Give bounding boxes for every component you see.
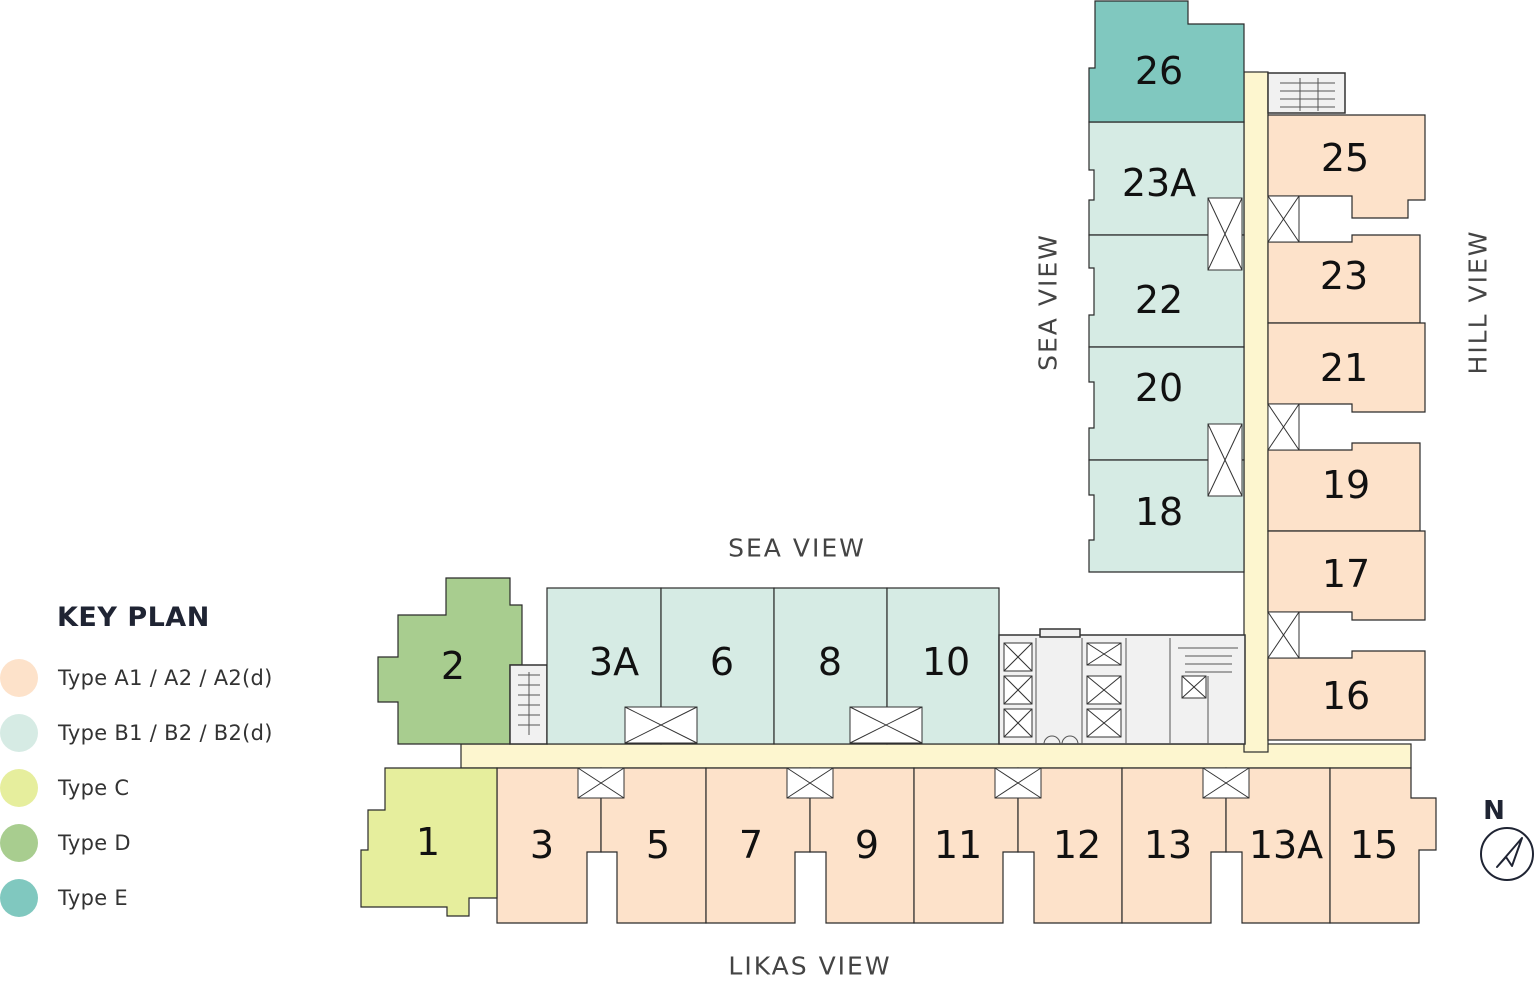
unit-label-20: 20 (1135, 366, 1183, 410)
legend-swatch-type-b (0, 714, 38, 752)
unit-26[interactable] (1088, 0, 1245, 123)
legend-swatch-type-a (0, 659, 38, 697)
unit-label-15: 15 (1350, 823, 1398, 867)
unit-label-23: 23 (1320, 254, 1368, 298)
legend-item-type-e: Type E (0, 878, 128, 918)
legend-label-type-e: Type E (58, 886, 128, 910)
compass-circle (1480, 827, 1534, 881)
unit-label-22: 22 (1135, 278, 1183, 322)
likas-view-label: LIKAS VIEW (728, 952, 891, 981)
north-compass: N (1480, 796, 1534, 881)
legend-label-type-d: Type D (58, 831, 131, 855)
legend-item-type-c: Type C (0, 768, 129, 808)
unit-label-17: 17 (1322, 552, 1370, 596)
unit-label-16: 16 (1322, 674, 1370, 718)
legend-label-type-b: Type B1 / B2 / B2(d) (58, 721, 273, 745)
unit-label-9: 9 (855, 823, 879, 867)
unit-label-3a: 3A (589, 640, 639, 684)
unit-label-10: 10 (922, 640, 970, 684)
unit-22[interactable] (1088, 234, 1245, 348)
legend-item-type-d: Type D (0, 823, 131, 863)
unit-label-1: 1 (416, 820, 440, 864)
sea-view-label-top: SEA VIEW (728, 534, 866, 563)
legend-label-type-a: Type A1 / A2 / A2(d) (58, 666, 273, 690)
unit-label-26: 26 (1135, 49, 1183, 93)
unit-20[interactable] (1088, 346, 1245, 461)
unit-label-3: 3 (530, 823, 554, 867)
stair-core-north (1267, 72, 1346, 114)
unit-label-11: 11 (934, 823, 982, 867)
unit-label-13: 13 (1144, 823, 1192, 867)
legend-title: KEY PLAN (57, 602, 210, 633)
unit-label-21: 21 (1320, 346, 1368, 390)
sea-view-label-side: SEA VIEW (1034, 233, 1063, 371)
legend-item-type-a: Type A1 / A2 / A2(d) (0, 658, 273, 698)
compass-arrow-icon (1496, 837, 1523, 868)
unit-2[interactable] (377, 577, 523, 745)
unit-label-18: 18 (1135, 490, 1183, 534)
north-label: N (1483, 796, 1505, 826)
legend-swatch-type-d (0, 824, 38, 862)
unit-23a[interactable] (1088, 121, 1245, 236)
legend-swatch-type-c (0, 769, 38, 807)
unit-label-2: 2 (441, 644, 465, 688)
unit-15[interactable] (1329, 767, 1437, 924)
unit-18[interactable] (1088, 459, 1245, 573)
legend-label-type-c: Type C (58, 776, 130, 800)
legend-swatch-type-e (0, 879, 38, 917)
unit-16[interactable] (1267, 650, 1426, 741)
unit-1[interactable] (360, 767, 498, 917)
unit-label-8: 8 (818, 640, 842, 684)
legend-item-type-b: Type B1 / B2 / B2(d) (0, 713, 273, 753)
unit-label-6: 6 (710, 640, 734, 684)
unit-label-12: 12 (1053, 823, 1101, 867)
unit-label-7: 7 (739, 823, 763, 867)
unit-label-23a: 23A (1122, 161, 1196, 205)
unit-label-5: 5 (646, 823, 670, 867)
unit-label-13a: 13A (1249, 823, 1323, 867)
unit-label-25: 25 (1321, 136, 1369, 180)
unit-label-19: 19 (1322, 463, 1370, 507)
hill-view-label: HILL VIEW (1464, 230, 1493, 375)
shaft-boxes (577, 195, 1300, 799)
corridor-vertical (1243, 71, 1269, 753)
